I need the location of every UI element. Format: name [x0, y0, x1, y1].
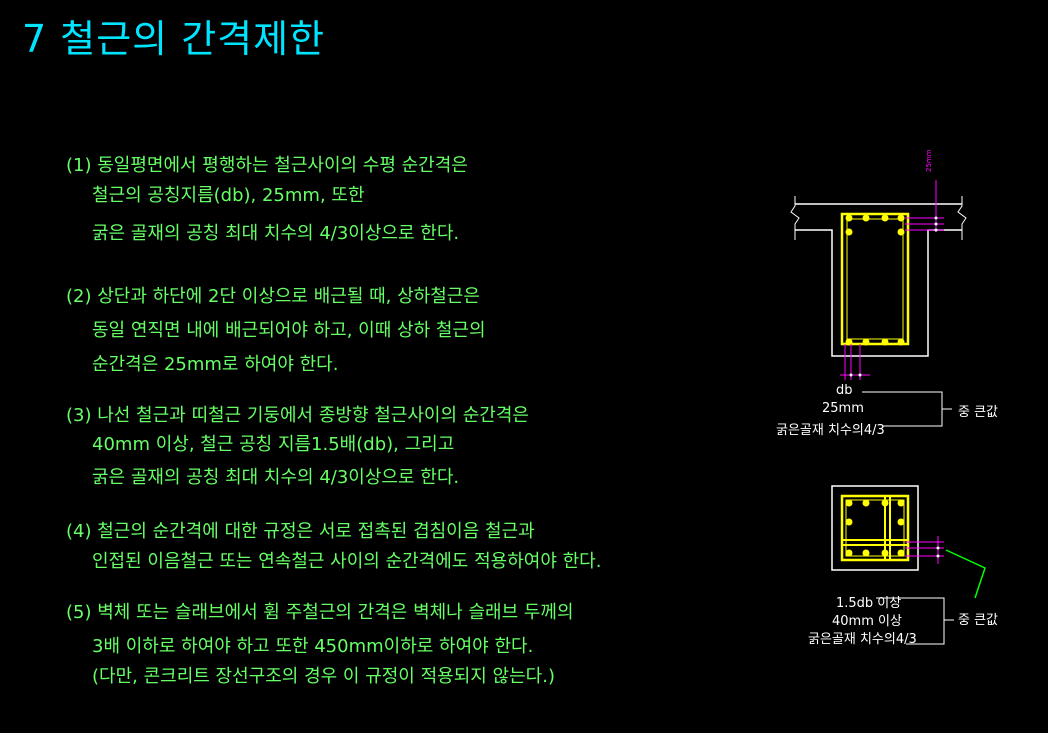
label-max-of-1: 중 큰값: [958, 405, 999, 420]
section-1-line-3: 굵은 골재의 공칭 최대 치수의 4/3이상으로 한다.: [92, 223, 460, 244]
label-max-of-2: 중 큰값: [958, 613, 999, 628]
section-4-line-2: 인접된 이음철근 또는 연속철근 사이의 순간격에도 적용하여야 한다.: [92, 551, 602, 572]
label-25mm: 25mm: [822, 401, 864, 416]
section-2-line-3: 순간격은 25mm로 하여야 한다.: [92, 354, 339, 375]
label-1-5db: 1.5db 이상: [836, 596, 902, 611]
section-5-line-3: (다만, 콘크리트 장선구조의 경우 이 규정이 적용되지 않는다.): [92, 666, 555, 687]
section-3-line-2: 40mm 이상, 철근 공칭 지름1.5배(db), 그리고: [92, 434, 455, 455]
section-3-line-3: 굵은 골재의 공칭 최대 치수의 4/3이상으로 한다.: [92, 467, 460, 488]
section-4-line-1: (4) 철근의 순간격에 대한 규정은 서로 접촉된 겹침이음 철근과: [66, 521, 535, 542]
section-2-line-2: 동일 연직면 내에 배근되어야 하고, 이때 상하 철근의: [92, 320, 486, 341]
label-40mm: 40mm 이상: [832, 614, 902, 629]
dim-25mm-small-label: 25mm: [925, 149, 933, 172]
section-5-line-1: (5) 벽체 또는 슬래브에서 휨 주철근의 간격은 벽체나 슬래브 두께의: [66, 602, 574, 623]
label-aggregate-2: 굵은골재 치수의4/3: [808, 632, 917, 647]
section-2-line-1: (2) 상단과 하단에 2단 이상으로 배근될 때, 상하철근은: [66, 286, 480, 307]
section-3-line-1: (3) 나선 철근과 띠철근 기둥에서 종방향 철근사이의 순간격은: [66, 405, 529, 426]
label-aggregate-1: 굵은골재 치수의4/3: [776, 423, 885, 438]
section-1-line-2: 철근의 공칭지름(db), 25mm, 또한: [92, 185, 365, 206]
column-diagram: [831, 485, 986, 645]
page-title: 7 철근의 간격제한: [22, 17, 326, 61]
t-beam-diagram: [790, 180, 967, 427]
section-5-line-2: 3배 이하로 하여야 하고 또한 450mm이하로 하여야 한다.: [92, 636, 534, 657]
label-db: db: [836, 383, 853, 398]
section-1-line-1: (1) 동일평면에서 평행하는 철근사이의 수평 순간격은: [66, 155, 468, 176]
